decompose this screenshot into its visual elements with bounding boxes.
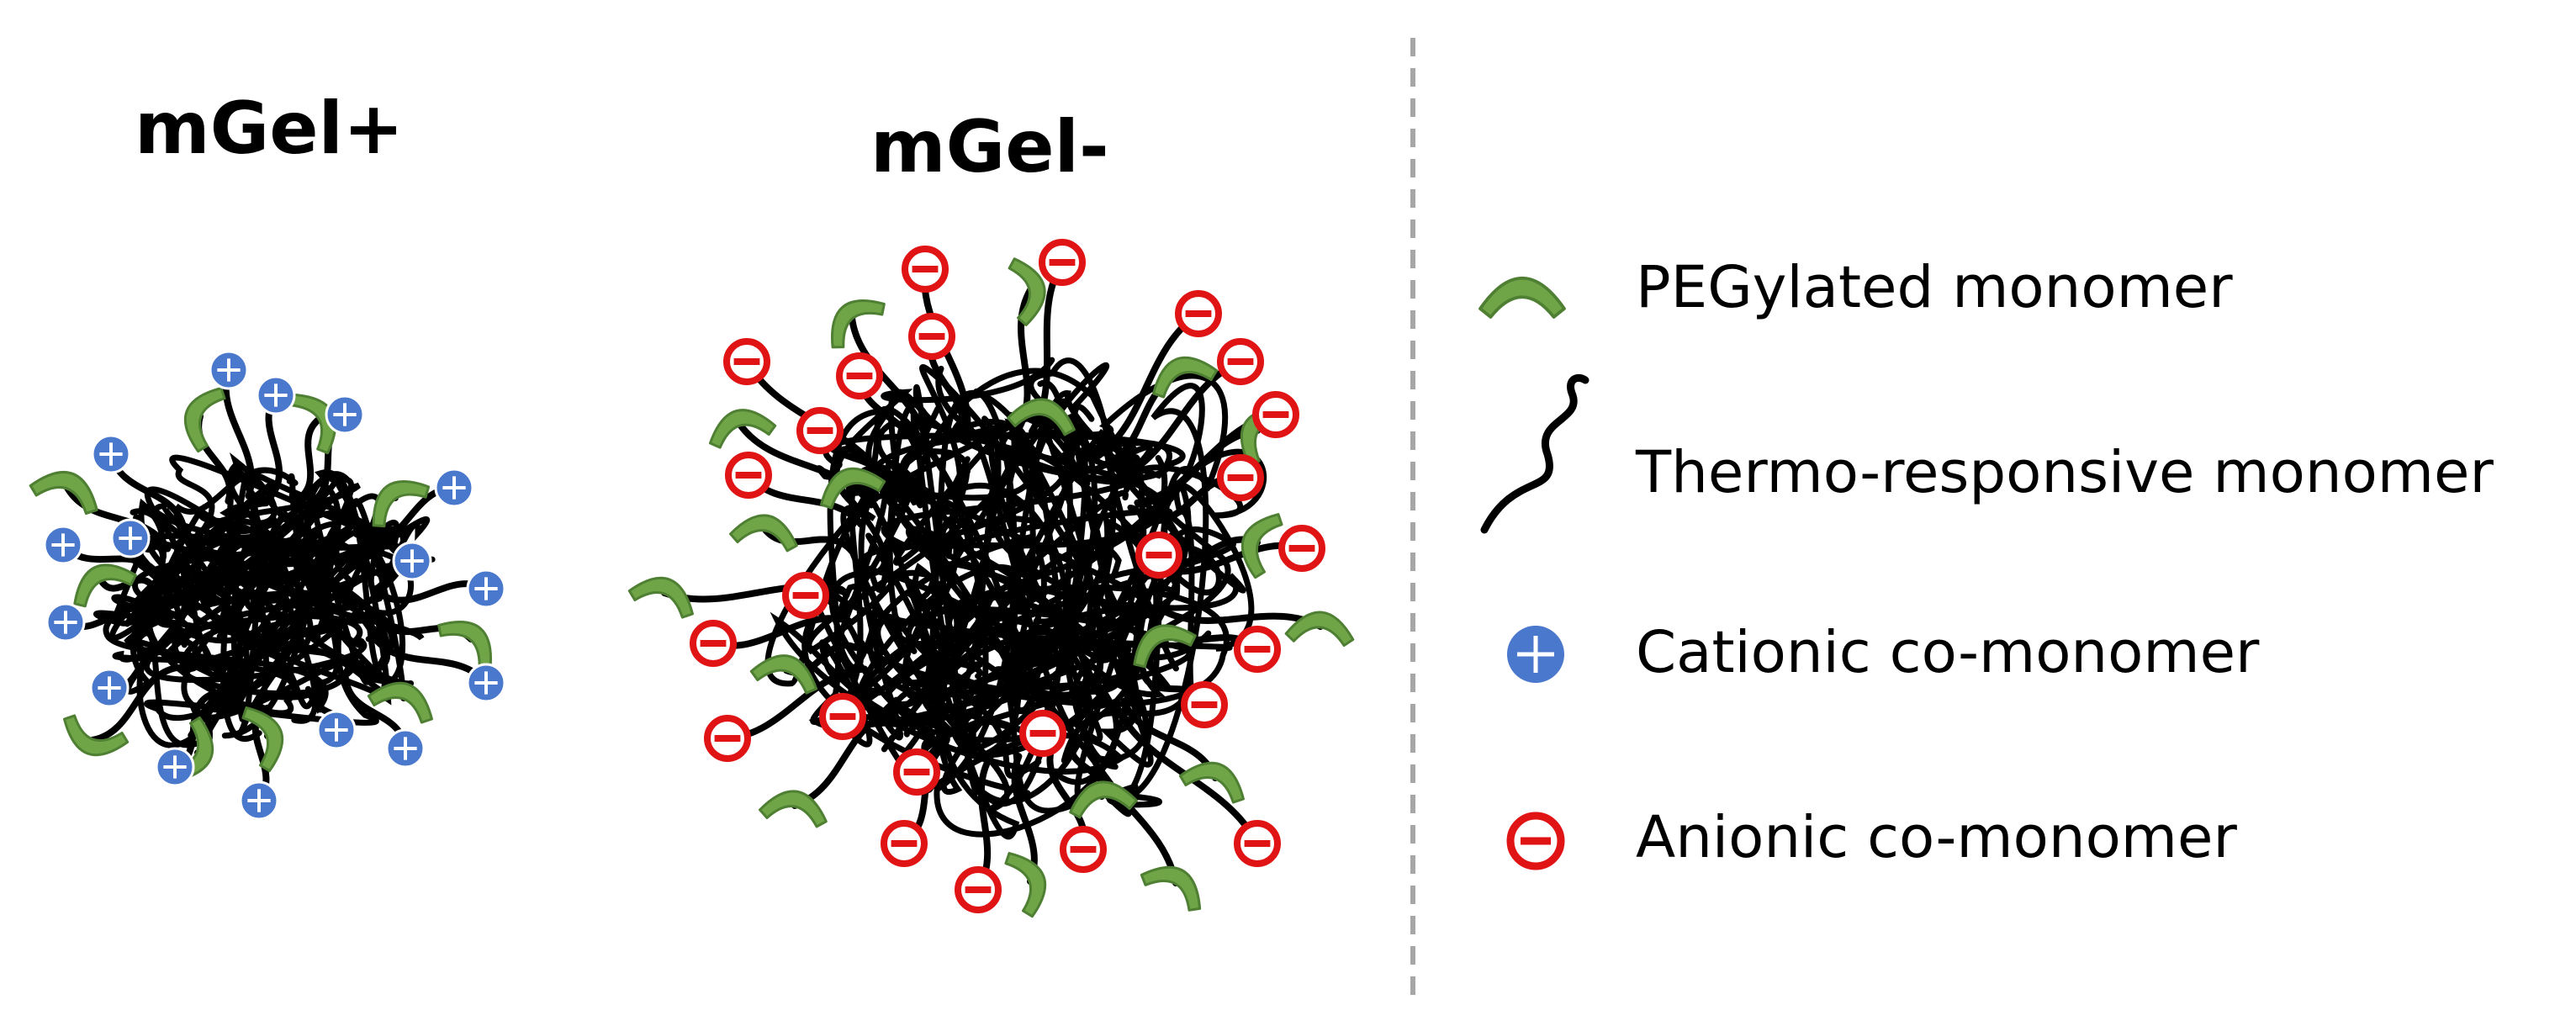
cationic-comonomer: [466, 569, 506, 609]
peg-monomer: [367, 681, 433, 724]
legend-label-anionic: Anionic co-monomer: [1636, 804, 2237, 871]
polymer-strand: [808, 368, 1231, 730]
anionic-comonomer: [836, 352, 883, 399]
legend-icons: [1478, 277, 1590, 870]
cationic-comonomer: [316, 710, 357, 750]
peg-monomer: [1140, 865, 1202, 912]
peg-arc-icon: [1478, 277, 1566, 319]
cationic-microgel-title: mGel+: [135, 87, 405, 171]
polymer-strand: [903, 404, 1181, 738]
anionic-comonomer: [819, 693, 866, 740]
anionic-comonomer: [1234, 626, 1281, 673]
peg-monomer: [1240, 513, 1283, 579]
anionic-comonomer: [796, 407, 844, 454]
polymer-strand: [182, 520, 414, 672]
peg-monomer: [1008, 257, 1046, 326]
polymer-strand: [174, 468, 366, 742]
anionic-comonomer: [1135, 532, 1182, 579]
anionic-microgel: [627, 239, 1355, 918]
legend-label-thermo-responsive: Thermo-responsive monomer: [1636, 439, 2494, 506]
legend-label-pegylated: PEGylated monomer: [1636, 254, 2233, 321]
peg-monomer: [1152, 356, 1219, 399]
anionic-comonomer: [723, 338, 770, 385]
anionic-comonomer: [1217, 338, 1264, 385]
cationic-comonomer: [155, 747, 195, 787]
peg-monomer: [372, 480, 431, 528]
legend-label-cationic: Cationic co-monomer: [1636, 619, 2260, 686]
polymer-strand: [236, 479, 375, 737]
anionic-comonomer: [881, 820, 928, 867]
peg-monomer: [183, 387, 226, 453]
cationic-comonomer: [45, 602, 86, 643]
polymer-chain-end: [295, 415, 323, 503]
cationic-comonomer: [256, 375, 296, 415]
polymer-strand: [869, 384, 1186, 796]
cationic-microgel: [29, 350, 506, 821]
anionic-comonomer: [1252, 391, 1299, 438]
peg-monomer: [291, 393, 337, 455]
polymer-strand: [922, 379, 1093, 807]
anionic-comonomer: [725, 452, 772, 499]
peg-monomer: [1007, 398, 1076, 436]
cationic-comonomer: [89, 668, 130, 708]
anionic-comonomer: [908, 313, 955, 360]
polymer-strand: [194, 534, 308, 728]
anionic-comonomer: [704, 715, 751, 762]
cationic-comonomer: [466, 663, 506, 703]
anionic-comonomer: [893, 748, 940, 796]
anionic-comonomer: [902, 246, 949, 293]
cationic-comonomer: [434, 468, 474, 508]
anionic-comonomer: [1217, 454, 1264, 501]
peg-monomer: [29, 471, 98, 516]
peg-monomer: [759, 790, 828, 828]
cationic-comonomer: [43, 525, 83, 565]
cationic-comonomer: [392, 541, 432, 581]
peg-monomer: [63, 714, 130, 757]
polymer-chain-end: [89, 664, 182, 743]
cationic-comonomer: [239, 780, 279, 821]
cationic-comonomer: [110, 518, 151, 558]
polymer-strand: [173, 467, 392, 706]
anionic-comonomer: [1181, 681, 1228, 728]
anionic-comonomer: [1039, 239, 1086, 286]
anionic-comonomer: [782, 572, 829, 619]
anionic-comonomer: [1278, 525, 1325, 572]
cationic-comonomer: [385, 728, 426, 769]
anionic-comonomer: [690, 620, 737, 667]
anionic-comonomer: [1019, 710, 1066, 757]
anionic-comonomer: [1175, 290, 1222, 337]
polymer-strand: [934, 420, 1146, 785]
peg-monomer: [820, 467, 886, 510]
minus-circle-icon: [1506, 812, 1565, 870]
cationic-comonomer: [91, 434, 131, 474]
anionic-comonomer: [1060, 826, 1107, 873]
peg-monomer: [1004, 852, 1047, 918]
peg-monomer: [830, 299, 886, 349]
peg-monomer: [1069, 780, 1138, 819]
peg-monomer: [1133, 624, 1197, 669]
anionic-microgel-title: mGel-: [870, 105, 1109, 189]
peg-monomer: [729, 514, 798, 553]
peg-monomer: [708, 409, 777, 449]
peg-monomer: [1178, 761, 1245, 804]
polymer-strand: [892, 364, 1154, 768]
polymer-strand: [894, 543, 1222, 708]
cationic-comonomer: [209, 350, 249, 390]
anionic-comonomer: [1234, 820, 1281, 867]
cationic-comonomer: [325, 394, 365, 435]
peg-monomer: [627, 576, 694, 619]
peg-monomer: [241, 706, 284, 773]
anionic-comonomer: [955, 866, 1002, 913]
plus-circle-icon: [1507, 626, 1564, 683]
peg-monomer: [749, 654, 818, 695]
polymer-chain-icon: [1480, 373, 1590, 534]
peg-monomer: [1284, 611, 1355, 648]
peg-monomer: [73, 563, 137, 608]
polymer-strand: [816, 431, 1145, 746]
